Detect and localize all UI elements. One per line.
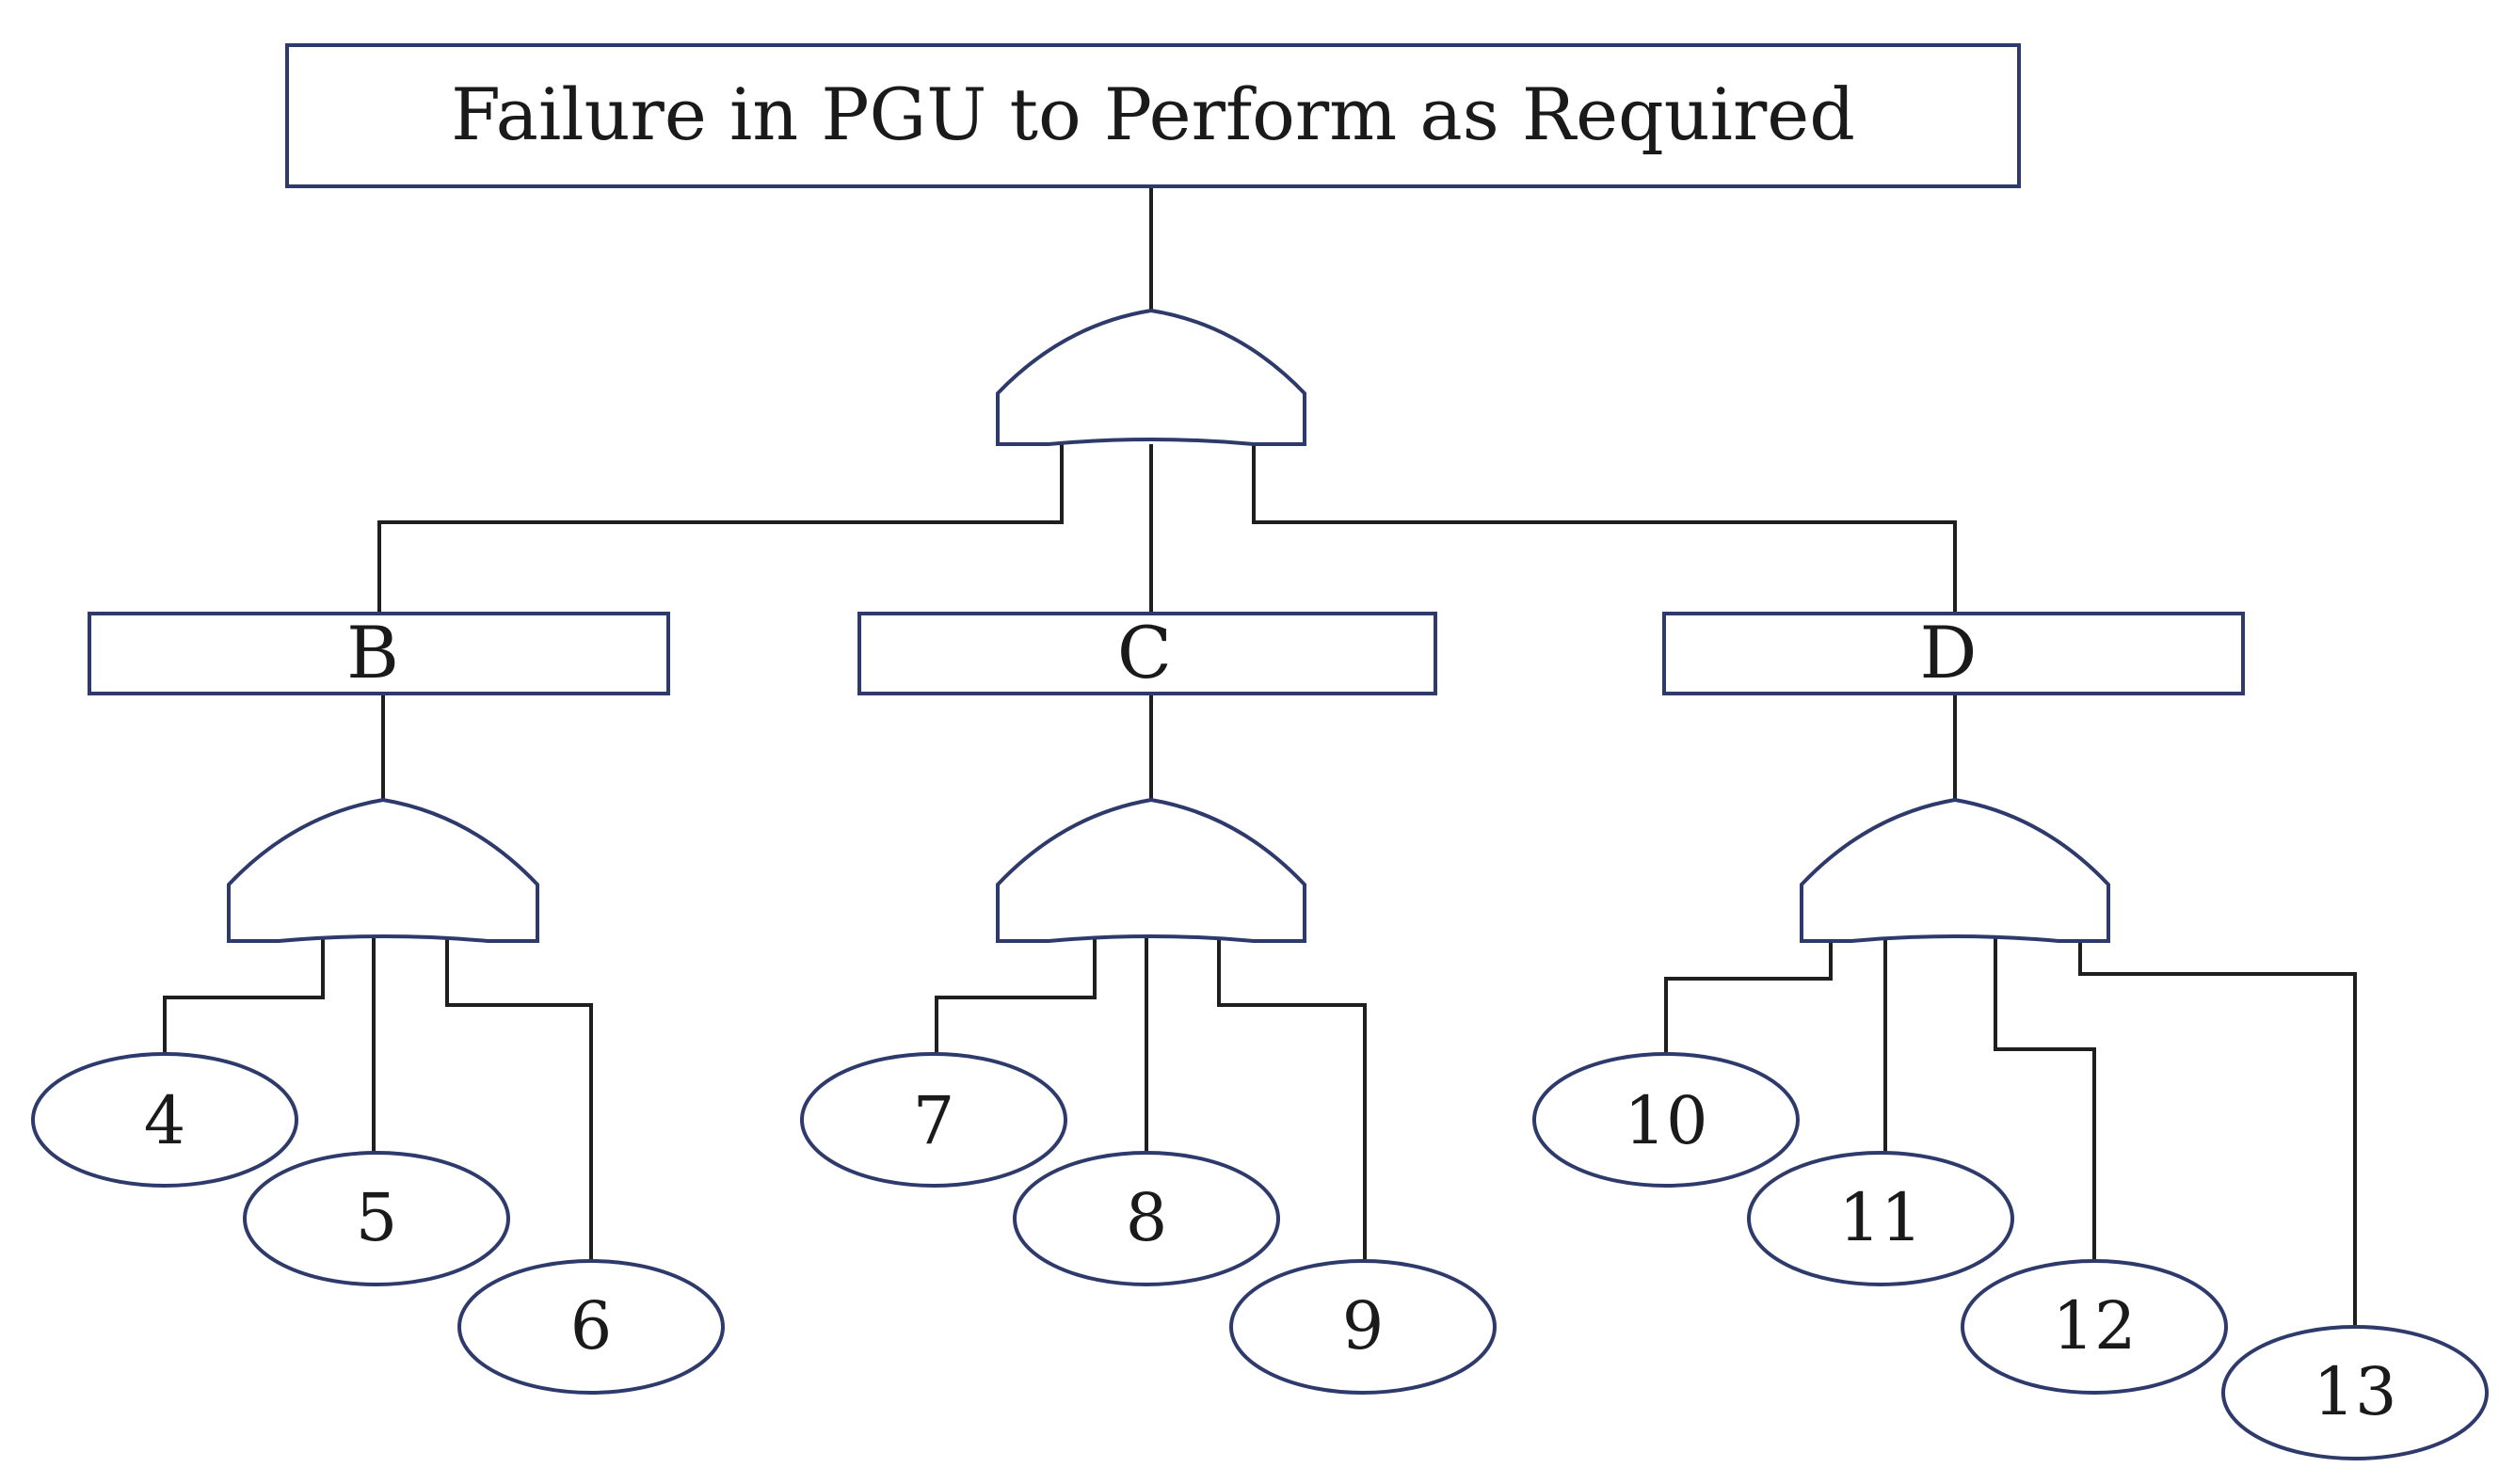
basic-event-ellipse [800,1052,1067,1188]
basic-event-ellipse [1532,1052,1800,1188]
basic-event-label: 9 [1342,1287,1385,1364]
basic-event-ellipse [31,1052,298,1188]
basic-event-label: 7 [913,1082,955,1159]
top-event-box [285,43,2021,188]
basic-event-label: 8 [1126,1179,1168,1256]
wire-gateb-to-6 [445,936,593,1261]
basic-event-label: 12 [2052,1287,2136,1364]
basic-event-ellipse [1961,1259,2228,1395]
connectors [163,188,2357,1327]
basic-event-ellipse [1747,1151,2014,1286]
basic-event-7: 7 [800,1052,1067,1188]
intermediate-event-label: C [1117,611,1172,694]
basic-event-ellipse [1013,1151,1280,1286]
basic-event-label: 13 [2313,1353,2396,1430]
basic-event-5: 5 [243,1151,510,1286]
intermediate-event-label: B [346,611,399,694]
basic-event-12: 12 [1961,1259,2228,1395]
basic-event-9: 9 [1229,1259,1497,1395]
wire-gatec-to-9 [1217,936,1367,1261]
basic-event-13: 13 [2221,1325,2489,1460]
or-gate-icon [996,308,1306,446]
intermediate-event-c: C [857,611,1437,695]
basic-event-ellipse [2221,1325,2489,1460]
basic-event-6: 6 [457,1259,725,1395]
intermediate-event-label: D [1920,611,1978,694]
basic-event-4: 4 [31,1052,298,1188]
basic-event-label: 10 [1624,1082,1707,1159]
gates [227,308,2110,943]
basic-event-ellipse [1229,1259,1497,1395]
basic-events: 4 5 6 7 8 9 10 11 [31,1052,2489,1460]
top-event: Failure in PGU to Perform as Required [285,43,2021,188]
wire-gated-to-13 [2078,936,2357,1327]
intermediate-event-box [1662,612,2245,695]
basic-event-label: 5 [356,1179,398,1256]
wire-gate-to-b [377,444,1064,614]
basic-event-8: 8 [1013,1151,1280,1286]
or-gate-icon [227,797,539,943]
intermediate-event-box [857,612,1437,695]
wire-gatec-to-7 [935,936,1097,1056]
or-gate-icon [1800,797,2110,943]
basic-event-label: 4 [144,1082,186,1159]
basic-event-11: 11 [1747,1151,2014,1286]
basic-event-label: 11 [1838,1179,1922,1256]
intermediate-event-d: D [1662,611,2245,695]
or-gate-icon [996,797,1306,943]
basic-event-ellipse [457,1259,725,1395]
basic-event-label: 6 [570,1287,613,1364]
intermediate-event-box [88,612,670,695]
wire-gated-to-12 [1994,932,2096,1261]
wire-gateb-to-4 [163,936,325,1056]
wire-gated-to-10 [1664,936,1833,1056]
basic-event-10: 10 [1532,1052,1800,1188]
top-event-label: Failure in PGU to Perform as Required [451,72,1855,156]
intermediate-event-b: B [88,611,670,695]
wire-gate-to-d [1252,444,1957,614]
basic-event-ellipse [243,1151,510,1286]
